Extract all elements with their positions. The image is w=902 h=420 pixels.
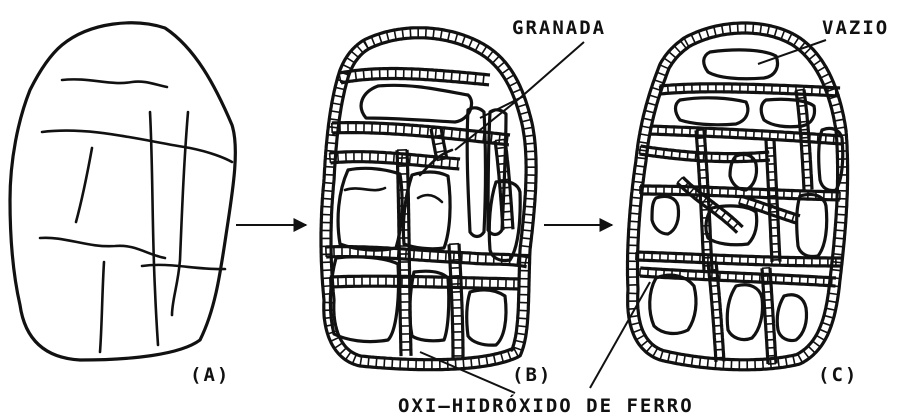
grain-a-outline: [10, 23, 235, 360]
panel-a-fresh-grain: [10, 23, 235, 360]
iron-oxide-vein: [660, 84, 841, 96]
grain-c-iron-oxide-boxwork: [636, 84, 842, 364]
iron-oxide-vein: [650, 126, 842, 144]
iron-oxide-vein: [339, 69, 490, 85]
void: [704, 50, 778, 79]
grain-b-iron-oxide-veins: [326, 69, 529, 358]
panel-b-partially-altered-grain: [321, 28, 536, 370]
iron-oxide-vein: [636, 252, 842, 266]
panel-c-boxwork-grain: [627, 23, 847, 370]
void: [777, 295, 806, 341]
void: [797, 194, 827, 256]
label-vazio: VAZIO: [822, 17, 889, 39]
iron-oxide-vein: [640, 268, 836, 286]
label-granada: GRANADA: [512, 17, 606, 39]
iron-oxide-vein: [766, 140, 780, 262]
iron-oxide-vein: [330, 276, 520, 289]
grain-a-fractures: [40, 79, 232, 352]
void: [652, 196, 679, 234]
label-oxi-hidroxido: OXI–HIDRÓXIDO DE FERRO: [398, 393, 694, 417]
void: [676, 98, 748, 125]
void: [650, 275, 696, 333]
panel-a-label: (A): [190, 364, 230, 386]
leader-granada: [455, 42, 584, 150]
panel-c-label: (C): [818, 364, 858, 386]
grain-b-residual-garnet: [330, 85, 520, 345]
leader-oxi-hidroxido-right: [590, 282, 650, 388]
panel-b-label: (B): [512, 364, 552, 386]
void: [727, 285, 762, 340]
iron-oxide-vein: [708, 262, 724, 362]
